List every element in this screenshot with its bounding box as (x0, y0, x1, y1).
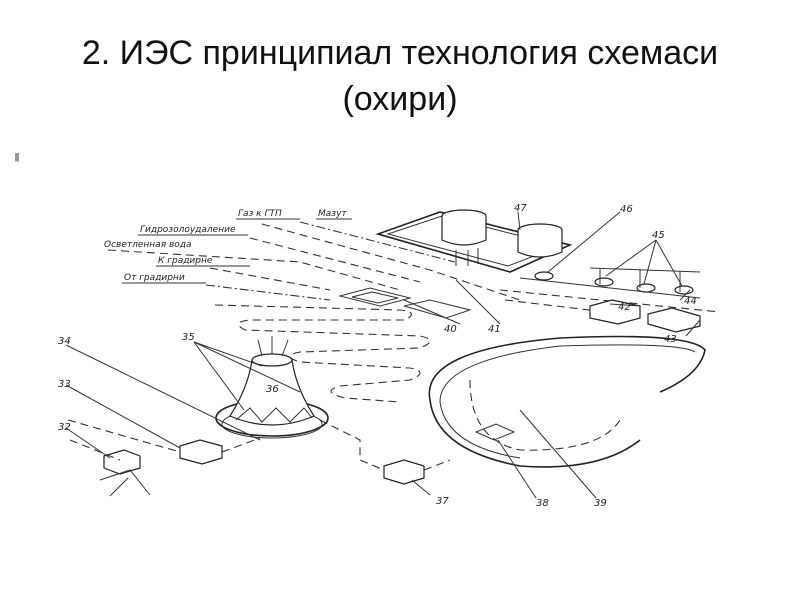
tank-2 (517, 230, 563, 258)
callout-39: 39 (594, 498, 607, 509)
circulation-pipelines (67, 419, 451, 497)
callout-34: 34 (58, 336, 71, 347)
incoming-pipelines (107, 221, 521, 301)
callout-32: 32 (58, 422, 71, 433)
label-to-tower: К градирне (158, 256, 213, 266)
label-from-tower: От градирни (124, 273, 185, 283)
callout-40: 40 (444, 324, 457, 335)
label-ash-removal: Гидрозолоудаление (140, 225, 236, 235)
callout-33: 33 (58, 379, 71, 390)
bullet-marker-icon: ▮ (14, 150, 21, 163)
callout-43: 43 (664, 334, 677, 345)
leader-lines (65, 211, 701, 499)
cooling-reservoir (428, 335, 706, 468)
callout-36: 36 (266, 384, 279, 395)
callout-45: 45 (652, 230, 665, 241)
fuel-oil-equipment (499, 267, 721, 317)
callout-numbers: 32 33 34 35 36 37 38 39 40 41 42 43 44 4… (58, 203, 697, 509)
tank-farm (375, 209, 573, 273)
tank-bund (375, 211, 573, 273)
callout-38: 38 (536, 498, 549, 509)
label-ash-water: Осветленная вода (104, 240, 192, 250)
title-line-1: 2. ИЭС принципиал технология схемаси (81, 34, 719, 72)
callout-35: 35 (182, 332, 195, 343)
callout-46: 46 (620, 204, 633, 215)
callout-42: 42 (618, 302, 631, 313)
callout-44: 44 (684, 296, 697, 307)
callout-37: 37 (436, 496, 449, 507)
label-underlines (122, 218, 352, 284)
pump-buildings (589, 299, 701, 333)
pump-houses (103, 439, 425, 485)
label-fuel-oil: Мазут (318, 209, 347, 219)
callout-41: 41 (488, 324, 501, 335)
cooling-tower (215, 336, 329, 439)
callout-47: 47 (514, 203, 527, 214)
storage-plots (338, 287, 472, 319)
tank-1 (441, 216, 487, 246)
label-gas: Газ к ГТП (238, 209, 282, 219)
slide-title: 2. ИЭС принципиал технология схемаси (ох… (20, 30, 780, 122)
spray-channel (214, 304, 431, 403)
title-line-2: (охири) (342, 80, 458, 118)
